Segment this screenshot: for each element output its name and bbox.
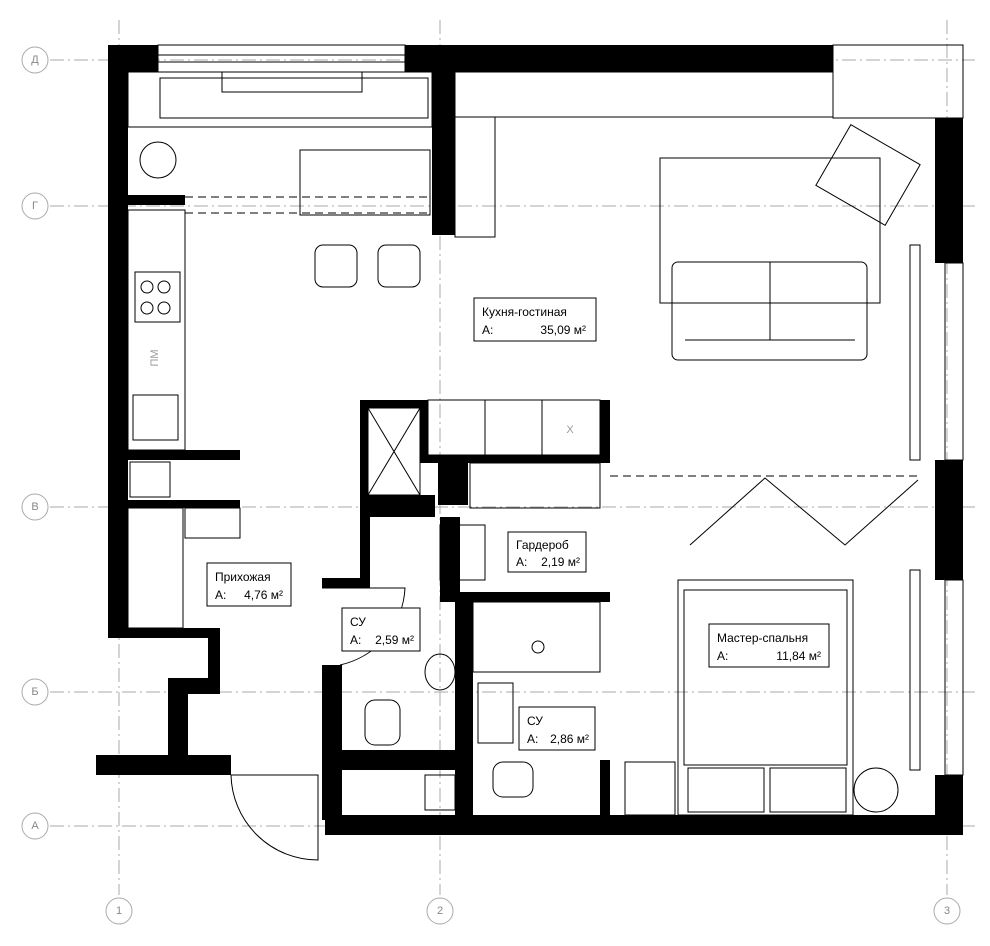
axis-marker-g: Г (21, 192, 49, 220)
shower (367, 407, 421, 496)
axis-marker-a: А (21, 812, 49, 840)
svg-text:Б: Б (31, 686, 38, 698)
svg-text:СУ: СУ (350, 615, 366, 629)
svg-text:A:: A: (215, 588, 226, 602)
toilet (364, 699, 401, 746)
hall-closet (127, 507, 184, 629)
folding-partition (689, 477, 919, 546)
svg-text:2,19 м²: 2,19 м² (541, 555, 580, 569)
axis-marker-b: Б (21, 678, 49, 706)
room-label-master-bedroom: Мастер-спальня A: 11,84 м² (708, 623, 830, 668)
sink (132, 394, 179, 441)
svg-text:2,86 м²: 2,86 м² (550, 732, 589, 746)
room-label-wardrobe: Гардероб A: 2,19 м² (507, 531, 587, 573)
pm-label: ПМ (149, 349, 161, 366)
nightstand (624, 761, 676, 816)
axis-marker-d: Д (21, 46, 49, 74)
furniture (127, 71, 921, 861)
svg-text:Кухня-гостиная: Кухня-гостиная (482, 305, 567, 319)
svg-text:A:: A: (527, 732, 538, 746)
chair (377, 244, 421, 288)
svg-text:Г: Г (32, 200, 38, 212)
axis-marker-v: В (21, 493, 49, 521)
room-label-bathroom-1: СУ A: 2,59 м² (341, 607, 421, 652)
bed (677, 579, 854, 816)
room-label-living-kitchen: Кухня-гостиная A: 35,09 м² (473, 297, 597, 342)
chair (314, 244, 358, 288)
vanity (477, 682, 514, 744)
round-table (139, 141, 177, 179)
dining-table (299, 149, 431, 216)
svg-text:11,84 м²: 11,84 м² (776, 649, 821, 663)
round-ottoman (853, 767, 899, 813)
svg-text:1: 1 (116, 905, 122, 917)
svg-text:2,59 м²: 2,59 м² (375, 633, 414, 647)
sofa-bench (127, 71, 433, 128)
svg-text:СУ: СУ (527, 714, 543, 728)
cooktop (134, 271, 181, 323)
entrance-door-swing (230, 774, 319, 861)
svg-text:4,76 м²: 4,76 м² (244, 588, 283, 602)
room-label-bathroom-2: СУ A: 2,86 м² (518, 706, 596, 751)
axis-marker-2: 2 (426, 897, 454, 925)
closet-rail (469, 462, 601, 509)
svg-text:А: А (31, 820, 39, 832)
bathtub (472, 601, 601, 673)
walls (96, 45, 963, 835)
svg-text:Гардероб: Гардероб (516, 538, 569, 552)
svg-text:Мастер-спальня: Мастер-спальня (717, 631, 808, 645)
axis-marker-1: 1 (105, 897, 133, 925)
svg-text:3: 3 (944, 905, 950, 917)
svg-text:2: 2 (437, 905, 443, 917)
toilet (492, 761, 534, 798)
svg-text:Прихожая: Прихожая (215, 570, 271, 584)
windows (157, 44, 964, 776)
armchair (815, 124, 921, 226)
svg-text:A:: A: (482, 323, 493, 337)
axis-marker-3: 3 (933, 897, 961, 925)
washbasin (424, 653, 456, 691)
svg-text:35,09 м²: 35,09 м² (540, 323, 586, 337)
room-label-hallway: Прихожая A: 4,76 м² (206, 562, 292, 607)
washing-machine (424, 774, 456, 811)
kitchen-unit (127, 209, 186, 451)
axis-row-markers: Д Г В Б А (21, 46, 49, 840)
axis-column-markers: 1 2 3 (105, 897, 961, 925)
x-mark: X (566, 424, 574, 436)
svg-text:A:: A: (717, 649, 728, 663)
kitchen-counter (454, 71, 834, 118)
svg-text:A:: A: (516, 555, 527, 569)
wardrobe-cabinets (427, 399, 601, 456)
svg-text:A:: A: (350, 633, 361, 647)
svg-text:В: В (31, 501, 38, 513)
svg-text:Д: Д (31, 54, 39, 66)
